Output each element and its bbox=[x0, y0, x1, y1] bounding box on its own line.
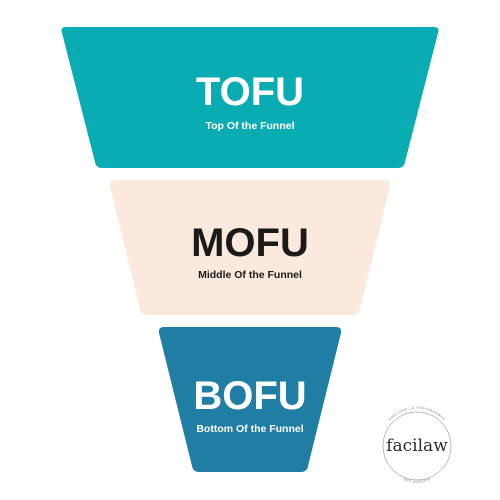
funnel-stage-bofu-shape bbox=[158, 327, 342, 472]
logo-ring-text-bottom-path: DES AVOCATS bbox=[403, 477, 431, 484]
funnel-stage-bofu-full: Bottom Of the Funnel bbox=[196, 423, 303, 435]
funnel-stage-mofu-abbr: MOFU bbox=[191, 221, 309, 265]
funnel-stage-tofu-shape bbox=[61, 27, 439, 168]
logo-ring-text-bottom: DES AVOCATS bbox=[403, 477, 432, 484]
funnel-stage-mofu-full: Middle Of the Funnel bbox=[198, 269, 302, 281]
funnel-stage-mofu: MOFU Middle Of the Funnel bbox=[109, 180, 391, 315]
funnel-stage-bofu-abbr: BOFU bbox=[193, 374, 306, 418]
facilaw-logo: AMELIORE LA PERFORMANCE DES AVOCATS faci… bbox=[377, 406, 457, 486]
funnel-stage-tofu-full: Top Of the Funnel bbox=[205, 120, 294, 132]
funnel-stage-tofu-abbr: TOFU bbox=[196, 70, 304, 114]
funnel-stage-tofu: TOFU Top Of the Funnel bbox=[61, 27, 439, 168]
funnel-stage-mofu-shape bbox=[109, 180, 391, 315]
logo-badge-ring bbox=[382, 411, 452, 481]
funnel-stage-bofu: BOFU Bottom Of the Funnel bbox=[158, 327, 342, 472]
logo-wordmark: facilaw bbox=[386, 436, 448, 456]
logo-badge-background bbox=[377, 406, 457, 486]
